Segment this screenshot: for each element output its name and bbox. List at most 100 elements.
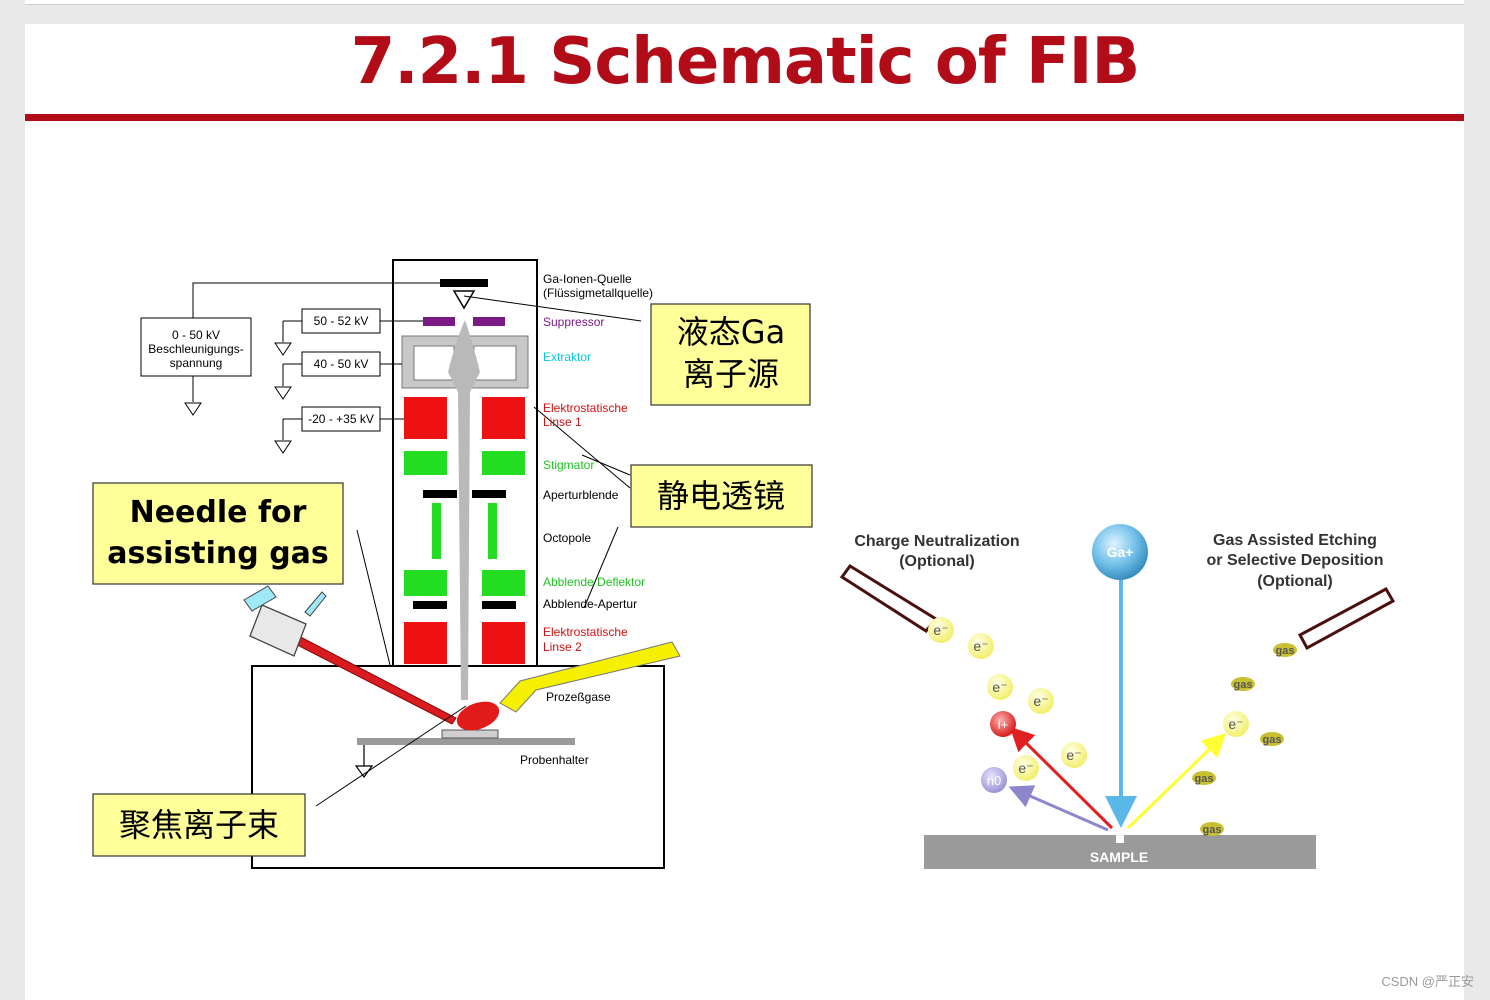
gas-molecule-label: gas — [1234, 679, 1253, 691]
lens1-left — [404, 397, 447, 439]
suppressor-right — [473, 317, 505, 326]
callout-needle-line1: Needle for — [130, 495, 307, 530]
electron — [1223, 711, 1249, 737]
gas-molecule-label: gas — [1263, 734, 1282, 746]
electron-label: e⁻ — [1066, 747, 1081, 763]
ion-source-bar — [440, 279, 488, 287]
callout-electrostatic-lens — [630, 464, 813, 528]
extractor-voltage-box — [301, 351, 381, 377]
voltage-boxes — [140, 308, 381, 432]
sample-stage — [357, 738, 575, 745]
lens2-right — [482, 622, 525, 664]
accel-voltage-box — [140, 317, 252, 377]
label-octopole: Octopole — [543, 531, 591, 545]
gas-etching-label: Gas Assisted Etching — [1213, 532, 1377, 549]
ga-ion-label: Ga+ — [1107, 544, 1134, 560]
callout-beam-text: 聚焦离子束 — [119, 806, 279, 844]
charge-neutralization-label: Charge Neutralization — [854, 533, 1019, 550]
callout-liquid-ga — [650, 303, 811, 406]
label-suppressor: Suppressor — [543, 315, 604, 329]
blanking-aperture-right — [482, 601, 516, 609]
callouts — [92, 303, 813, 857]
title-rule — [25, 114, 1464, 121]
label-extractor: Extraktor — [543, 350, 591, 364]
top-strip — [25, 0, 1464, 5]
neutral-atom — [981, 767, 1007, 793]
impact-point — [1116, 833, 1124, 843]
lens-voltage: -20 - +35 kV — [308, 412, 374, 426]
gas-molecule: gas — [1200, 822, 1224, 836]
gas-optional-label: (Optional) — [1257, 573, 1333, 590]
electron-label: e⁻ — [1018, 760, 1033, 776]
suppressor-left — [423, 317, 455, 326]
gas-molecule: gas — [1192, 771, 1216, 785]
neutral-arrow — [1008, 785, 1109, 832]
accel-voltage-range: 0 - 50 kV — [172, 328, 220, 342]
label-source-sub: (Flüssigmetallquelle) — [543, 286, 653, 300]
watermark: CSDN @严正安 — [1381, 974, 1474, 989]
electron-label: e⁻ — [933, 622, 948, 638]
ga-ion — [1092, 524, 1148, 580]
sputter-ion-arrow — [1009, 726, 1114, 830]
electrons — [928, 617, 1249, 781]
accel-voltage-label-2: spannung — [170, 356, 223, 370]
label-lens1-a: Elektrostatische — [543, 401, 628, 415]
electron — [1013, 755, 1039, 781]
stigmator-left — [404, 451, 447, 475]
electron-label: e⁻ — [992, 679, 1007, 695]
gas-molecule: gas — [1273, 643, 1297, 657]
voltage-wiring — [184, 282, 440, 454]
label-lens2-a: Elektrostatische — [543, 625, 628, 639]
octopole-left — [432, 503, 441, 559]
label-lens1-b: Linse 1 — [543, 415, 582, 429]
suppressor-voltage: 50 - 52 kV — [314, 314, 369, 328]
octopole-right — [488, 503, 497, 559]
extractor-voltage: 40 - 50 kV — [314, 357, 369, 371]
stage-ground — [354, 745, 374, 779]
electron — [1061, 742, 1087, 768]
sample-block — [441, 729, 499, 739]
electron — [928, 617, 954, 643]
lens2-left — [404, 622, 447, 664]
label-lens2-b: Linse 2 — [543, 640, 582, 654]
charge-neutralization-optional: (Optional) — [899, 553, 975, 570]
process-gas-nozzle — [499, 641, 681, 713]
gas-molecule-label: gas — [1195, 773, 1214, 785]
gas-molecule-label: gas — [1203, 824, 1222, 836]
label-stigmator: Stigmator — [543, 458, 594, 472]
callout-liquid-ga-line2: 离子源 — [683, 355, 779, 393]
label-deflector: Abblende Deflektor — [543, 575, 645, 589]
ion-beam — [448, 320, 480, 700]
neutral-atom-label: n0 — [987, 773, 1001, 788]
sample-label: SAMPLE — [1090, 849, 1148, 865]
electron-arrow — [1126, 732, 1227, 830]
gas-molecule: gas — [1231, 677, 1255, 691]
gas-injector-nozzle — [1297, 586, 1396, 651]
stigmator-right — [482, 451, 525, 475]
label-aperture: Aperturblende — [543, 488, 619, 502]
label-source: Ga-Ionen-Quelle — [543, 272, 632, 286]
label-sample-holder: Probenhalter — [520, 753, 589, 767]
gas-needle — [243, 585, 457, 725]
vacuum-chamber — [251, 665, 665, 869]
callout-lens-text: 静电透镜 — [657, 477, 785, 515]
label-blanking-aperture: Abblende-Apertur — [543, 597, 637, 611]
lens-voltage-box — [301, 406, 381, 432]
slide-title: 7.2.1 Schematic of FIB — [350, 25, 1141, 99]
suppressor-voltage-box — [301, 308, 381, 334]
deflector-left — [404, 570, 447, 596]
interaction-spot — [456, 701, 500, 731]
gas-molecule-label: gas — [1276, 645, 1295, 657]
electron — [987, 674, 1013, 700]
sputtered-ion-label: i+ — [998, 717, 1008, 732]
neutralizer-nozzle — [839, 563, 939, 633]
callout-focused-beam — [92, 793, 306, 857]
lens1-right — [482, 397, 525, 439]
electron-label: e⁻ — [1228, 716, 1243, 732]
leader-lines — [315, 295, 642, 807]
electron — [1028, 688, 1054, 714]
ion-source-tip — [452, 290, 476, 310]
gas-molecule: gas — [1260, 732, 1284, 746]
callout-needle — [92, 482, 344, 585]
